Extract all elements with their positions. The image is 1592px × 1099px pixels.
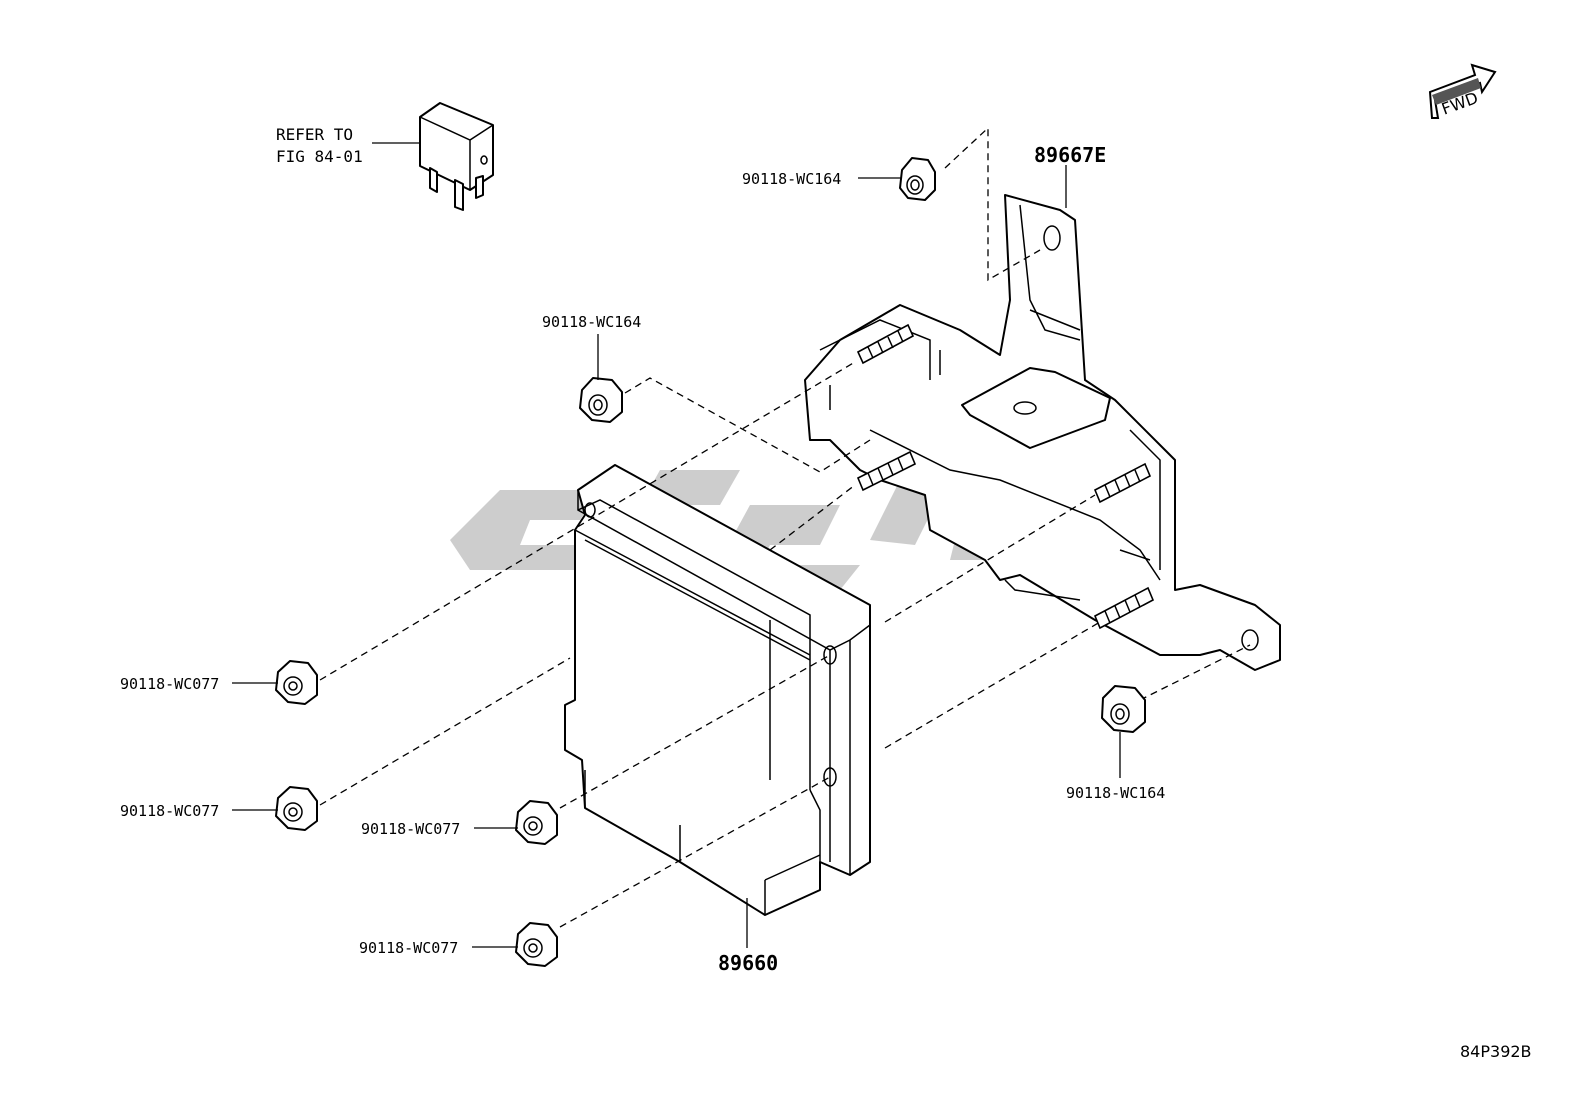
relay-part: [372, 102, 494, 211]
ecu-part: [564, 464, 871, 948]
nut-bottom: [472, 922, 558, 967]
nut-top-part-number: 90118-WC164: [742, 170, 841, 188]
refer-label-line1: REFER TO: [276, 125, 353, 144]
nut-left2: [232, 786, 318, 831]
nut-left1-part-number: 90118-WC077: [120, 675, 219, 693]
ecu-part-number: 89660: [718, 951, 778, 975]
nut-center-part-number: 90118-WC077: [361, 820, 460, 838]
stud-1: [856, 323, 915, 365]
bracket-part: [804, 165, 1281, 671]
fwd-arrow-icon: FWD: [1428, 63, 1497, 119]
nut-mid: [579, 334, 623, 423]
stud-bolts: [856, 323, 1155, 630]
nut-top: [858, 157, 936, 201]
nut-right: [1101, 685, 1146, 778]
nut-mid-part-number: 90118-WC164: [542, 313, 641, 331]
refer-label-line2: FIG 84-01: [276, 147, 363, 166]
nut-bottom-part-number: 90118-WC077: [359, 939, 458, 957]
nut-left1: [232, 660, 318, 705]
nut-right-part-number: 90118-WC164: [1066, 784, 1165, 802]
alignment-lines: [319, 126, 1251, 928]
bracket-part-number: 89667E: [1034, 143, 1106, 167]
nut-center: [474, 800, 558, 845]
stud-3: [1093, 462, 1152, 504]
stud-4: [1093, 586, 1155, 630]
stud-2: [856, 450, 917, 492]
nut-left2-part-number: 90118-WC077: [120, 802, 219, 820]
diagram-code: 84P392B: [1460, 1042, 1532, 1061]
